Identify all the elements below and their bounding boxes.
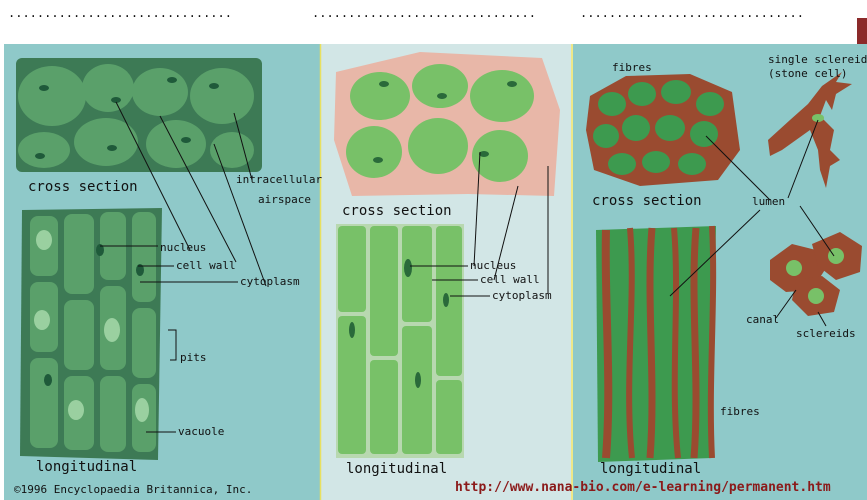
sclereids-label: sclereids <box>796 328 856 339</box>
fibres-top-label: fibres <box>612 62 652 73</box>
copyright: ©1996 Encyclopaedia Britannica, Inc. <box>14 484 252 495</box>
intracellular-label: intracellular <box>236 174 322 185</box>
vacuole-label: vacuole <box>178 426 224 437</box>
canal-label: canal <box>746 314 779 325</box>
stone-cell-label: (stone cell) <box>768 68 847 79</box>
collenchyma-longitudinal-label: longitudinal <box>346 462 447 476</box>
collenchyma-cross-section <box>334 52 560 196</box>
fibres-bottom-label: fibres <box>720 406 760 417</box>
cytoplasm-label-2: cytoplasm <box>492 290 552 301</box>
collenchyma-longitudinal <box>336 224 464 458</box>
fibres-cross-section <box>586 74 740 186</box>
sclerenchyma-longitudinal-label: longitudinal <box>600 462 701 476</box>
single-sclereid-label: single sclereid <box>768 54 867 65</box>
lumen-label: lumen <box>752 196 785 207</box>
cell-wall-label-1: cell wall <box>176 260 236 271</box>
airspace-label: airspace <box>258 194 311 205</box>
nucleus-label-2: nucleus <box>470 260 516 271</box>
parenchyma-cross-section <box>16 58 262 172</box>
source-url[interactable]: http://www.nana-bio.com/e-learning/perma… <box>455 480 831 495</box>
parenchyma-cross-section-label: cross section <box>28 180 138 194</box>
cytoplasm-label-1: cytoplasm <box>240 276 300 287</box>
sclerenchyma-cross-section-label: cross section <box>592 194 702 208</box>
parenchyma-longitudinal-label: longitudinal <box>36 460 137 474</box>
cell-wall-label-2: cell wall <box>480 274 540 285</box>
nucleus-label-1: nucleus <box>160 242 206 253</box>
collenchyma-cross-section-label: cross section <box>342 204 452 218</box>
pits-label: pits <box>180 352 207 363</box>
fibres-longitudinal <box>596 226 716 462</box>
